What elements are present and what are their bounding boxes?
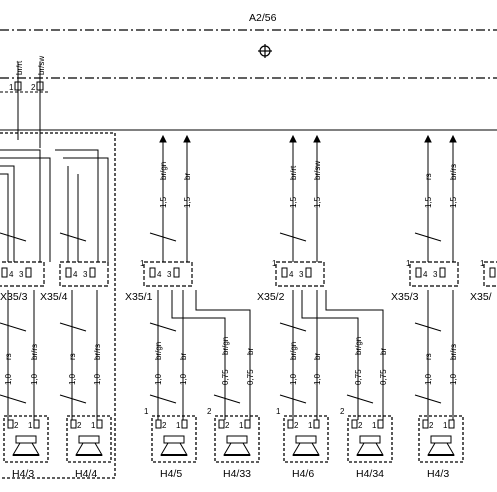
ground-circle-icon <box>258 44 272 58</box>
connector-label: X35/3 <box>0 291 28 303</box>
connector-label: X35/3 <box>391 291 419 303</box>
connector-pin-left: 4 <box>157 270 162 279</box>
upper-wires <box>0 134 457 262</box>
speaker-label: H4/5 <box>160 468 182 480</box>
top-connector: 1 2 br/rt br/sw <box>0 56 50 148</box>
top-wire-label-1: br/rt <box>15 60 24 75</box>
speaker-pin-right: 1 <box>176 421 181 430</box>
speaker-pin-right: 1 <box>91 421 96 430</box>
speaker-pin-right: 1 <box>308 421 313 430</box>
speaker-num: 1 <box>276 407 281 416</box>
speaker-pin-left: 2 <box>225 421 230 430</box>
speaker-pin-left: 2 <box>429 421 434 430</box>
speaker-icon <box>427 435 455 456</box>
speaker-pin-right: 1 <box>372 421 377 430</box>
speaker-pin-right: 1 <box>239 421 244 430</box>
lower-wires <box>0 290 454 420</box>
connector-label: X35/ <box>470 291 492 303</box>
connector-label: X35/1 <box>125 291 153 303</box>
connector-pin-left: 4 <box>9 270 14 279</box>
speaker-num: 2 <box>207 407 212 416</box>
speaker-icon <box>356 435 384 456</box>
speaker-pin-left: 2 <box>14 421 19 430</box>
speaker-label: H4/33 <box>223 468 251 480</box>
component-box-left <box>0 132 116 479</box>
speaker-pin-left: 2 <box>294 421 299 430</box>
connector-pin-num: 1 <box>480 259 485 268</box>
connector-label: X35/2 <box>257 291 285 303</box>
connector-pin-right: 3 <box>83 270 88 279</box>
speaker-icon <box>160 435 188 456</box>
top-wire-label-2: br/sw <box>37 56 46 75</box>
connector-label: X35/4 <box>40 291 68 303</box>
speaker-pin-left: 2 <box>162 421 167 430</box>
module-label: A2/56 <box>249 12 277 24</box>
connector-pin-left: 4 <box>73 270 78 279</box>
connector-pin-right: 3 <box>167 270 172 279</box>
speaker-label: H4/3 <box>427 468 449 480</box>
speaker-pin-right: 1 <box>443 421 448 430</box>
connector-pin-right: 3 <box>19 270 24 279</box>
connector-pin-left: 4 <box>289 270 294 279</box>
connector-pin-num: 1 <box>140 259 145 268</box>
speaker-label: H4/6 <box>292 468 314 480</box>
speaker-num: 1 <box>144 407 149 416</box>
speaker-label: H4/4 <box>75 468 97 480</box>
top-pin-2: 2 <box>31 83 36 92</box>
connector-pin-num: 1 <box>406 259 411 268</box>
connector-pin-right: 3 <box>433 270 438 279</box>
speaker-icon <box>12 435 40 456</box>
speaker-pin-left: 2 <box>77 421 82 430</box>
speaker-icon <box>292 435 320 456</box>
speaker-icon <box>223 435 251 456</box>
speaker-pin-left: 2 <box>358 421 363 430</box>
connector-pin-left: 4 <box>423 270 428 279</box>
speaker-icon <box>75 435 103 456</box>
connector-pin-num: 1 <box>272 259 277 268</box>
connector-pin-right: 3 <box>299 270 304 279</box>
speaker-num: 2 <box>340 407 345 416</box>
top-pin-1: 1 <box>9 83 14 92</box>
speaker-pin-right: 1 <box>28 421 33 430</box>
speaker-label: H4/34 <box>356 468 384 480</box>
left-wire-bundle <box>0 149 109 262</box>
speaker-label: H4/3 <box>12 468 34 480</box>
